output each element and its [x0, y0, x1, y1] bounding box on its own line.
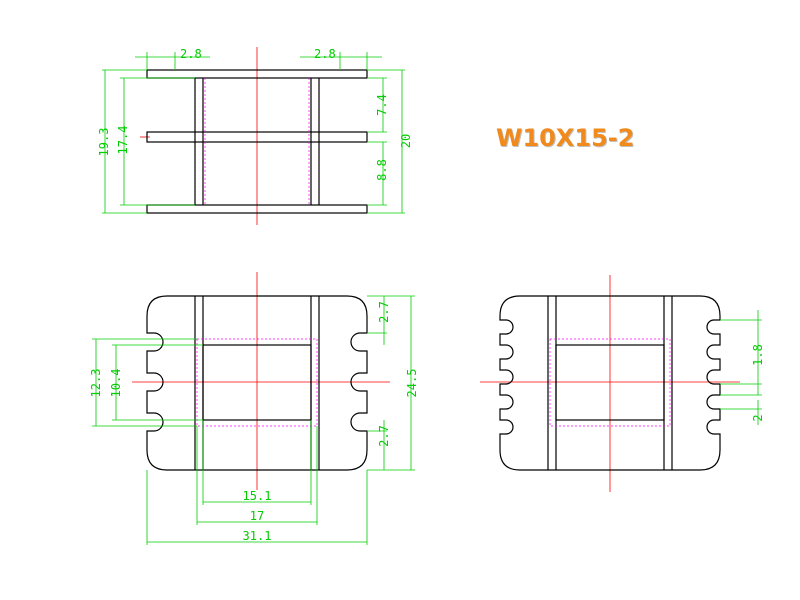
front-view: 12.3 10.4 2.7 2.7 24.5 15.1 17 31.1: [89, 272, 419, 545]
dim-front-heights-left: [92, 338, 203, 427]
dim-label: 15.1: [243, 489, 272, 503]
side-view: 1.8 2: [480, 275, 765, 492]
dim-label: 7.4: [375, 94, 389, 116]
dim-label: 2.7: [377, 301, 391, 323]
dim-label: 10.4: [109, 369, 123, 398]
dim-label: 17: [250, 509, 264, 523]
dim-label: 19.3: [97, 128, 111, 157]
dim-label: 2: [751, 414, 765, 421]
dim-label: 1.8: [751, 344, 765, 366]
middle-flange: [146, 131, 368, 143]
dim-top-right: [300, 52, 382, 70]
dim-label: 12.3: [89, 369, 103, 398]
part-name-title: W10X15-2: [496, 124, 635, 152]
dim-label: 31.1: [243, 529, 272, 543]
dim-top-left: [135, 52, 210, 70]
side-outline: [499, 295, 721, 471]
dim-front-widths: [146, 420, 368, 545]
front-window: [202, 344, 312, 421]
dim-label: 2.8: [180, 47, 202, 61]
dim-label: 20: [399, 134, 413, 148]
bottom-flange: [146, 204, 368, 214]
dim-top-heights-right: [367, 69, 405, 214]
front-outline: [146, 295, 368, 471]
dim-label: 24.5: [405, 369, 419, 398]
dim-label: 2.8: [314, 47, 336, 61]
front-hidden-window: [196, 338, 318, 427]
dim-label: 8.8: [375, 159, 389, 181]
dim-top-heights-left: [102, 69, 195, 214]
dim-label: 2.7: [377, 425, 391, 447]
side-hidden-window: [549, 338, 671, 427]
dim-front-heights-right: [367, 295, 415, 471]
top-view: 2.8 2.8 19.3 17.4 7.4 8.8 20: [97, 47, 413, 225]
side-window: [555, 344, 665, 421]
dim-label: 17.4: [116, 126, 130, 155]
top-flange: [146, 69, 368, 79]
dim-side-slots: [720, 310, 762, 425]
